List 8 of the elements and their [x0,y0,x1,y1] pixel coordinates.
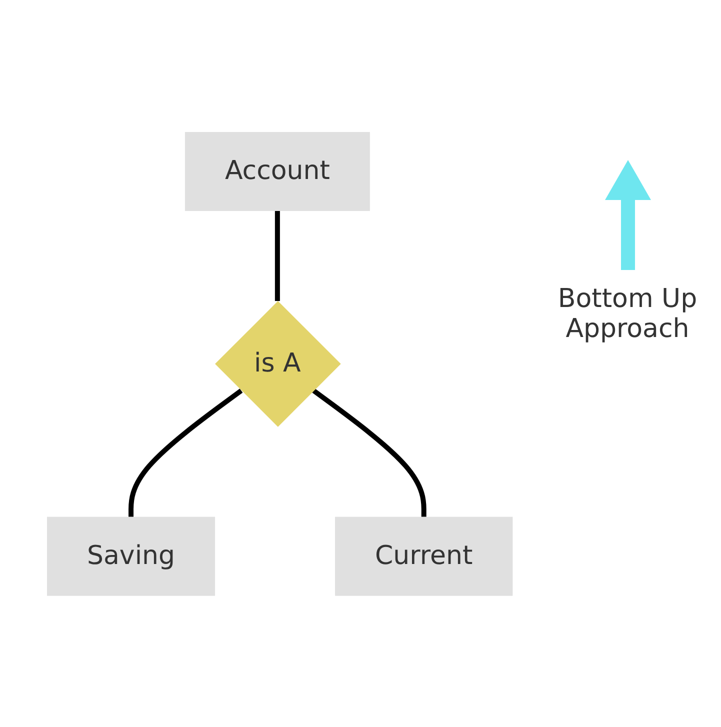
node-diamond: is A [215,300,341,426]
node-box: Saving [47,516,216,596]
connector [275,210,280,301]
connector [312,388,427,516]
node-box: Current [335,516,513,596]
connector [128,388,243,516]
node-box: Account [185,132,370,211]
note-text: Bottom Up Approach [556,284,698,344]
